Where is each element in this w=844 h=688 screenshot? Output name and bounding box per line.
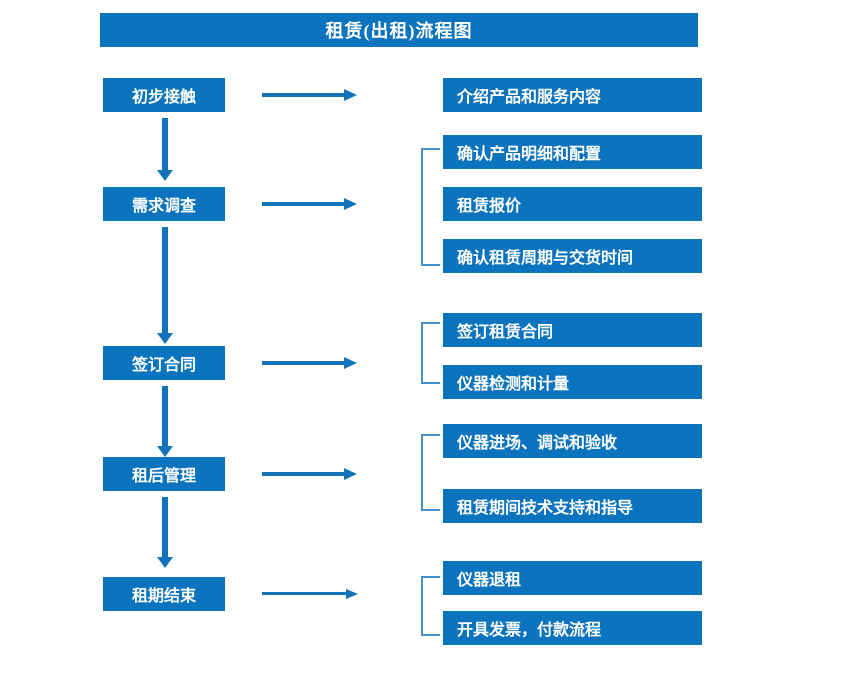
detail-box-开具发票付款流程[interactable]: 开具发票，付款流程 bbox=[443, 611, 702, 645]
arrow-down-stage-3-to-4 bbox=[157, 386, 173, 458]
arrow-shaft bbox=[162, 386, 168, 446]
detail-box-租赁期间技术支持和指导[interactable]: 租赁期间技术支持和指导 bbox=[443, 489, 702, 523]
group-bracket-stage-5 bbox=[421, 576, 440, 636]
arrow-down-stage-1-to-2 bbox=[157, 118, 173, 182]
detail-box-仪器检测和计量[interactable]: 仪器检测和计量 bbox=[443, 365, 702, 399]
detail-box-确认产品明细和配置[interactable]: 确认产品明细和配置 bbox=[443, 135, 702, 169]
detail-box-确认租赁周期与交货时间[interactable]: 确认租赁周期与交货时间 bbox=[443, 239, 702, 273]
group-bracket-stage-3 bbox=[421, 322, 440, 384]
arrow-head bbox=[344, 357, 357, 369]
arrow-head bbox=[157, 446, 173, 457]
stage-box-初步接触[interactable]: 初步接触 bbox=[103, 78, 225, 112]
detail-box-仪器进场调试和验收[interactable]: 仪器进场、调试和验收 bbox=[443, 424, 702, 458]
arrow-head bbox=[344, 468, 357, 480]
detail-box-介绍产品和服务内容[interactable]: 介绍产品和服务内容 bbox=[443, 78, 702, 112]
arrow-right-stage-4 bbox=[262, 467, 357, 481]
arrow-head bbox=[344, 89, 357, 101]
arrow-shaft bbox=[162, 227, 168, 333]
arrow-head bbox=[157, 333, 173, 344]
arrow-head bbox=[157, 557, 173, 568]
chart-title: 租赁(出租)流程图 bbox=[100, 13, 698, 47]
arrow-shaft bbox=[262, 202, 345, 206]
arrow-right-stage-2 bbox=[262, 197, 357, 211]
stage-box-签订合同[interactable]: 签订合同 bbox=[103, 346, 225, 380]
detail-box-租赁报价[interactable]: 租赁报价 bbox=[443, 187, 702, 221]
arrow-shaft bbox=[162, 497, 168, 557]
arrow-shaft bbox=[262, 361, 345, 365]
arrow-right-stage-1 bbox=[262, 88, 357, 102]
arrow-shaft bbox=[262, 592, 347, 595]
arrow-down-stage-2-to-3 bbox=[157, 227, 173, 345]
arrow-shaft bbox=[162, 118, 168, 170]
arrow-right-stage-5 bbox=[262, 587, 358, 601]
arrow-head bbox=[157, 170, 173, 181]
stage-box-需求调查[interactable]: 需求调查 bbox=[103, 187, 225, 221]
group-bracket-stage-2 bbox=[421, 148, 440, 266]
detail-box-仪器退租[interactable]: 仪器退租 bbox=[443, 561, 702, 595]
arrow-shaft bbox=[262, 472, 345, 476]
arrow-shaft bbox=[262, 93, 345, 97]
stage-box-租期结束[interactable]: 租期结束 bbox=[103, 577, 225, 611]
group-bracket-stage-4 bbox=[421, 434, 440, 511]
arrow-head bbox=[344, 198, 357, 210]
arrow-head bbox=[346, 589, 358, 599]
stage-box-租后管理[interactable]: 租后管理 bbox=[103, 457, 225, 491]
detail-box-签订租赁合同[interactable]: 签订租赁合同 bbox=[443, 313, 702, 347]
arrow-right-stage-3 bbox=[262, 356, 357, 370]
arrow-down-stage-4-to-5 bbox=[157, 497, 173, 569]
